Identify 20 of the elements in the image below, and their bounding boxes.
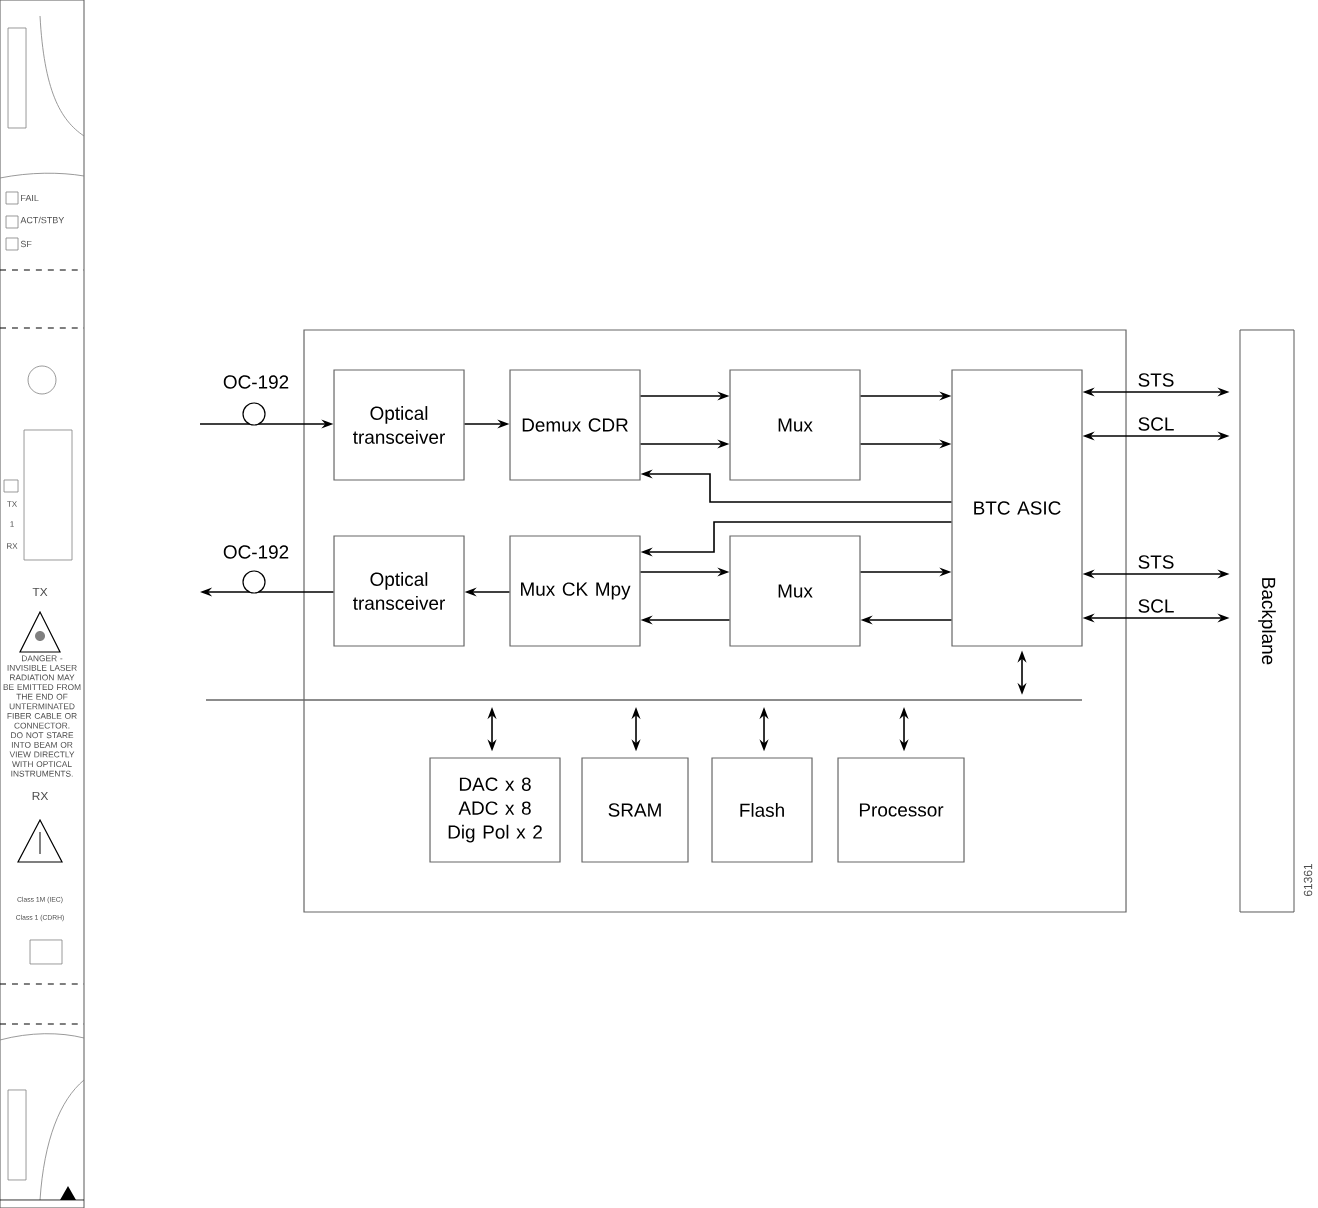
board-box <box>303 329 1127 913</box>
edge-label: STS <box>1138 555 1174 569</box>
transceiver-box: Optical transceiver <box>333 369 465 481</box>
transceiver-box: Optical transceiver <box>333 535 465 647</box>
edge-label: OC-192 <box>223 545 289 559</box>
block-box: BTC ASIC <box>951 369 1083 647</box>
block-box: Mux <box>729 369 861 481</box>
block-box: Mux CK Mpy <box>509 535 641 647</box>
bus-line <box>206 699 1082 701</box>
edge-label: SCL <box>1138 599 1174 613</box>
block-box: Flash <box>711 757 813 863</box>
block-box: Processor <box>837 757 965 863</box>
block-box: SRAM <box>581 757 689 863</box>
backplane-panel: Backplane <box>1239 329 1295 913</box>
edge-label: SCL <box>1138 417 1174 431</box>
block-box: Demux CDR <box>509 369 641 481</box>
block-box: DAC x 8 ADC x 8 Dig Pol x 2 <box>429 757 561 863</box>
block-box: Mux <box>729 535 861 647</box>
edge-label: STS <box>1138 373 1174 387</box>
edge-label: OC-192 <box>223 375 289 389</box>
